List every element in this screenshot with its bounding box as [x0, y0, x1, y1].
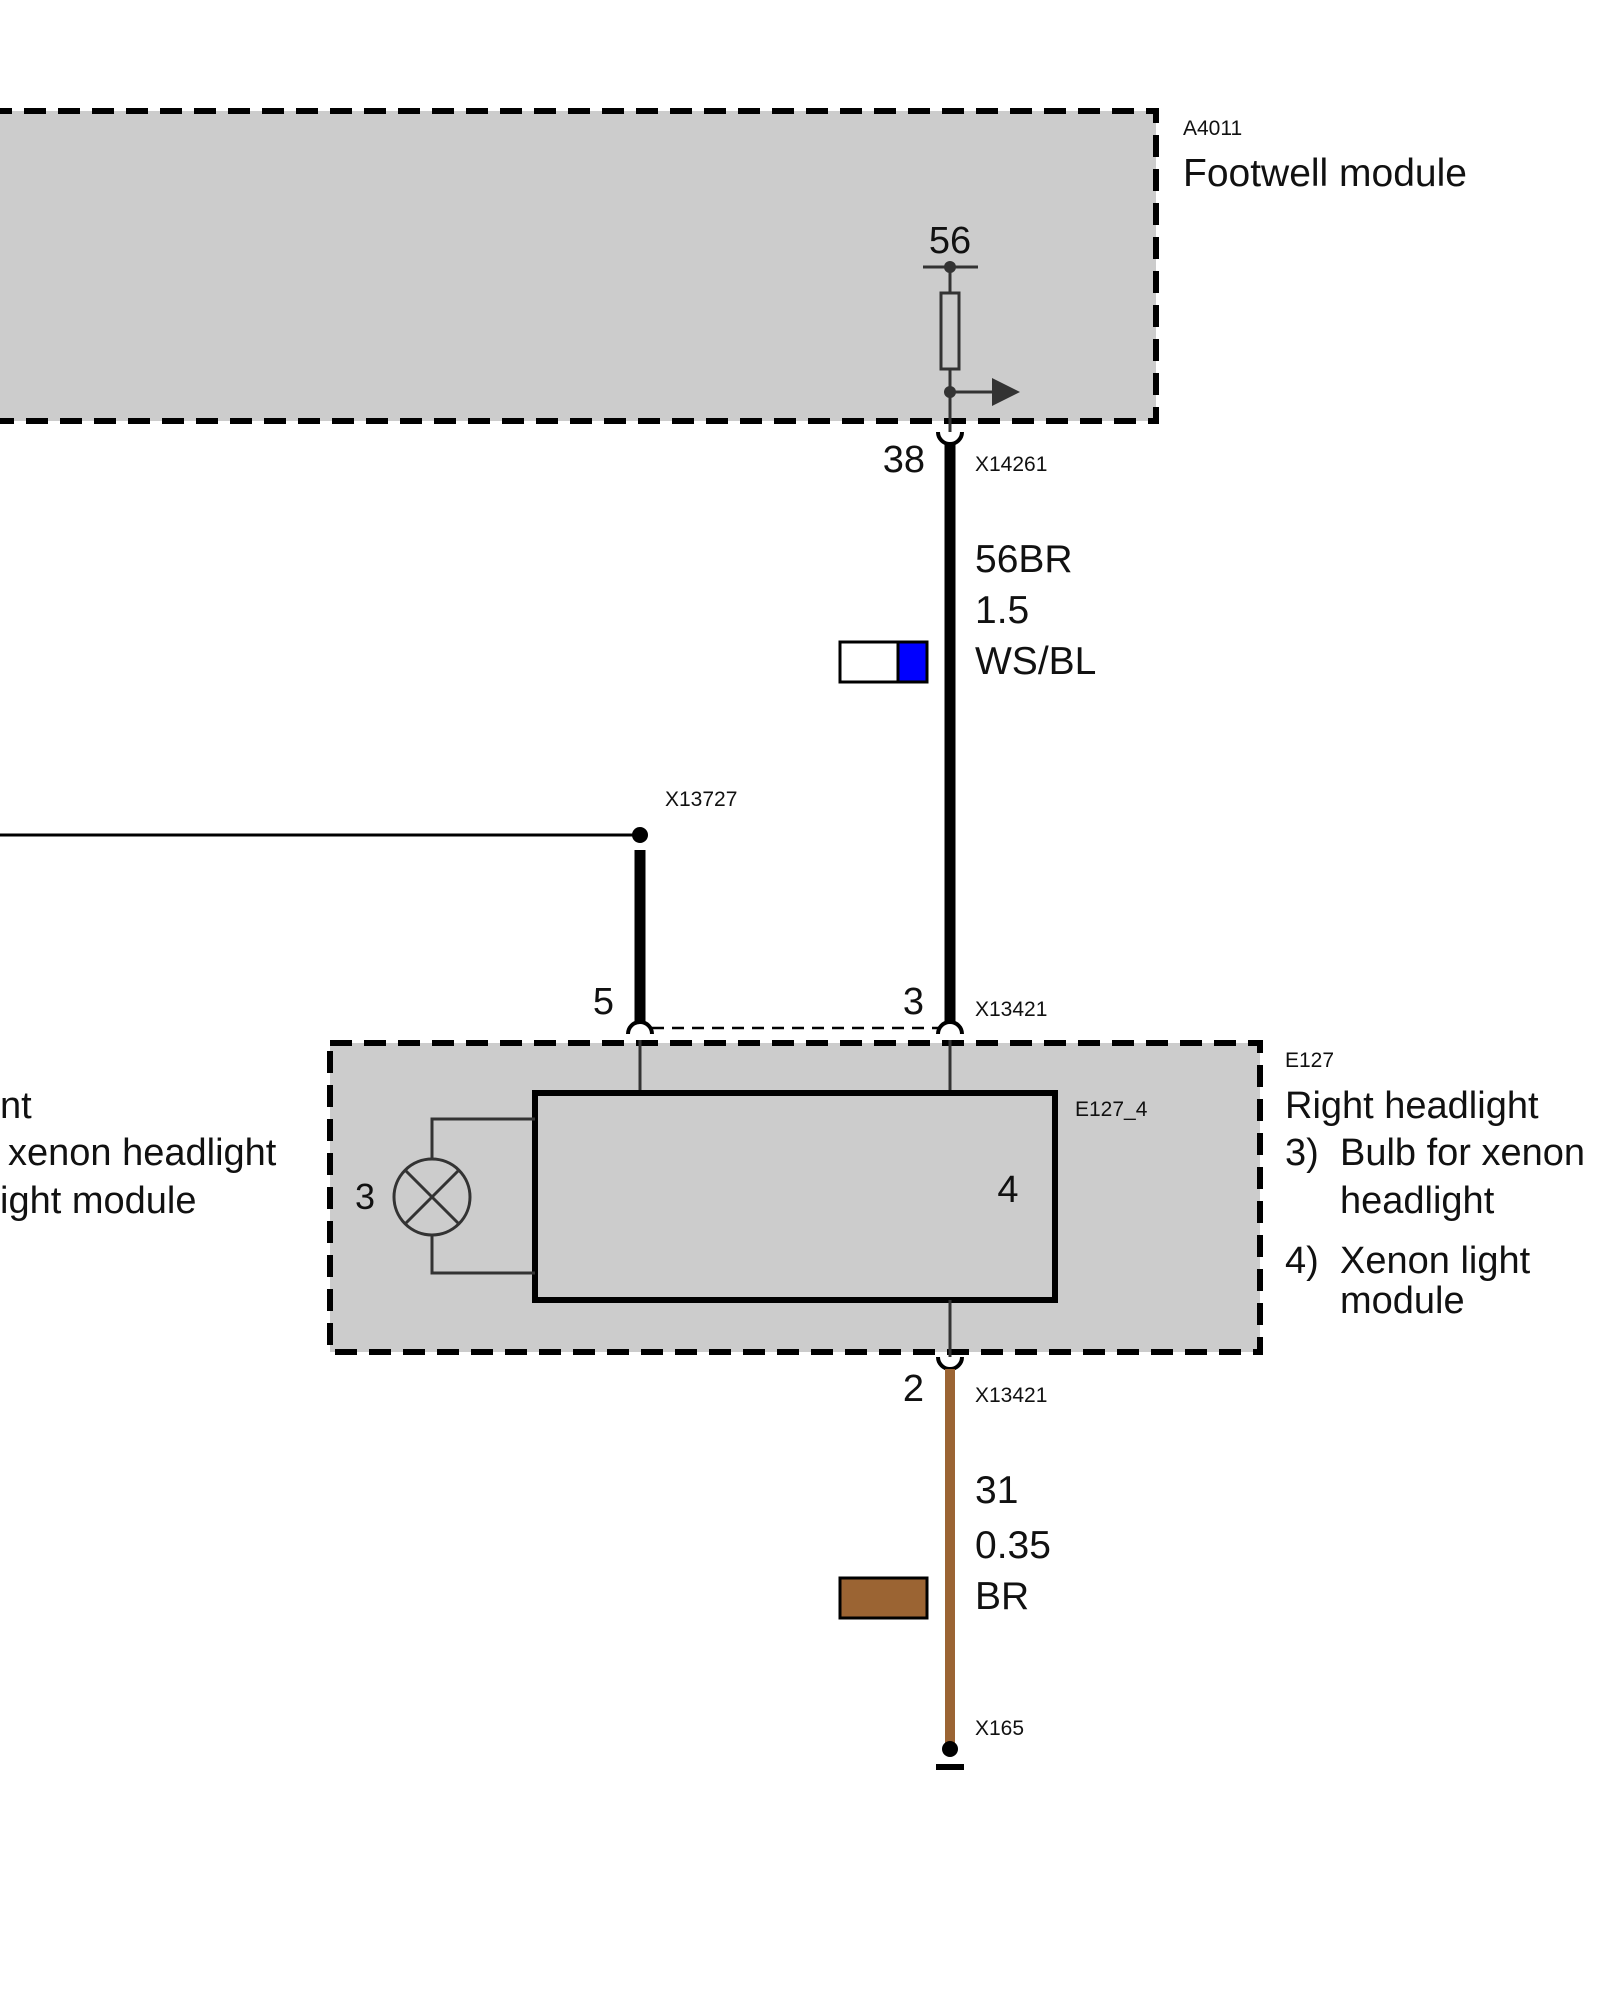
footwell-pin-56-label: 56: [929, 220, 971, 262]
pin-5-label: 5: [593, 981, 614, 1023]
splice-x13727: X13727: [0, 788, 737, 1022]
bulb-cross-b: [403, 1168, 461, 1226]
left-cut-text: nt xenon headlight ight module: [0, 1085, 277, 1222]
connector-x14261: 38 X14261: [883, 431, 1047, 481]
footwell-module-name: Footwell module: [1183, 152, 1467, 195]
color-swatch-white: [838, 640, 900, 684]
output-arrow-icon: [992, 378, 1020, 406]
wire-31-gauge: 0.35: [975, 1524, 1051, 1567]
legend-3-line2: headlight: [1340, 1180, 1495, 1222]
wire-31: 31 0.35 BR: [838, 1369, 1051, 1745]
xenon-module-code: E127_4: [1075, 1098, 1148, 1121]
wire-56br-gauge: 1.5: [975, 589, 1029, 632]
connector-x13421-bottom-code: X13421: [975, 1384, 1047, 1407]
connector-x13421-top: 5 3 X13421: [593, 981, 1047, 1035]
right-headlight-name: Right headlight: [1285, 1085, 1539, 1127]
wire-31-color: BR: [975, 1575, 1029, 1618]
pin-38-label: 38: [883, 439, 925, 481]
wire-56br: 56BR 1.5 WS/BL: [838, 444, 1096, 1022]
pin-3-socket-icon: [936, 1020, 964, 1035]
connector-x14261-icon: [936, 431, 964, 446]
left-cut-line2: xenon headlight: [8, 1132, 277, 1174]
ground-node: [942, 1741, 958, 1757]
footwell-module-box: [0, 108, 1159, 424]
legend-4-num: 4): [1285, 1240, 1319, 1282]
right-headlight-code: E127: [1285, 1049, 1334, 1072]
wire-31-id: 31: [975, 1469, 1018, 1512]
color-swatch-blue: [896, 640, 929, 684]
wire-56br-id: 56BR: [975, 538, 1073, 581]
pin-3-label: 3: [903, 981, 924, 1023]
color-swatch-brown: [838, 1576, 929, 1620]
connector-x13421-bottom: 2 X13421: [903, 1356, 1047, 1410]
ground-code: X165: [975, 1717, 1024, 1740]
wire-56br-color: WS/BL: [975, 640, 1096, 683]
legend-4-line2: module: [1340, 1280, 1465, 1322]
legend-4-line1: Xenon light: [1340, 1240, 1531, 1282]
xenon-module-block: [532, 1090, 1058, 1303]
xenon-module-number: 4: [997, 1169, 1018, 1211]
connector-x13421-code: X13421: [975, 998, 1047, 1021]
legend-3-num: 3): [1285, 1132, 1319, 1174]
bulb-lead-bottom: [430, 1234, 535, 1275]
ground-x165: X165: [936, 1717, 1024, 1770]
pin-5-socket-icon: [626, 1020, 654, 1035]
resistor-symbol: [939, 291, 961, 371]
footwell-module: A4011 Footwell module 56: [0, 108, 1467, 432]
right-headlight: E127 Right headlight 3) Bulb for xenon h…: [327, 1040, 1585, 1357]
pin-2-socket-icon: [936, 1356, 964, 1371]
left-cut-line3: ight module: [0, 1180, 196, 1222]
bulb-lead-top: [430, 1117, 535, 1160]
connector-x14261-code: X14261: [975, 453, 1047, 476]
footwell-module-code: A4011: [1183, 117, 1242, 140]
pin-2-label: 2: [903, 1368, 924, 1410]
splice-code: X13727: [665, 788, 737, 811]
splice-node: [632, 827, 648, 843]
left-cut-line1: nt: [0, 1085, 32, 1127]
legend-3-line1: Bulb for xenon: [1340, 1132, 1585, 1174]
bulb-number: 3: [355, 1176, 375, 1217]
